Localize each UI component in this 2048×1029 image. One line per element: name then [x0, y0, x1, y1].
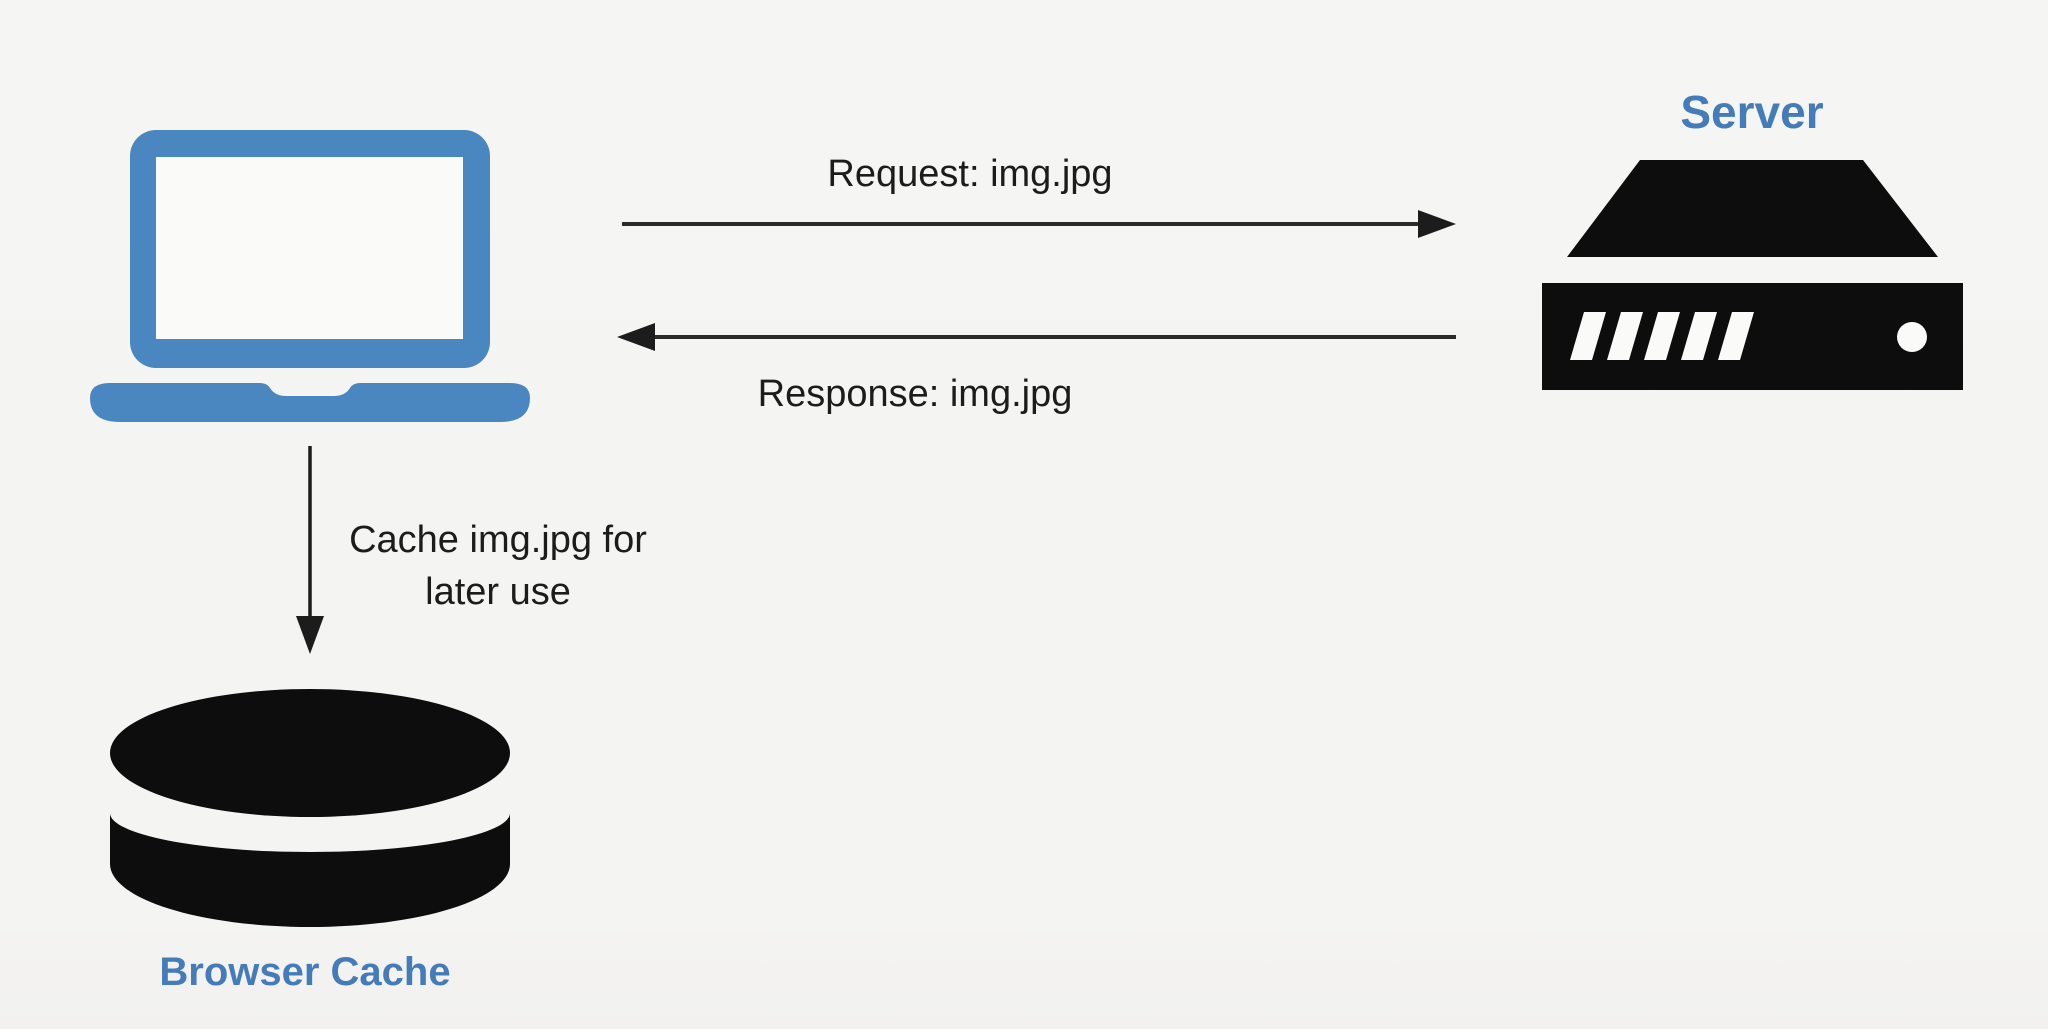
server-label: Server: [1680, 86, 1824, 138]
cache-note: Cache img.jpg for later use: [348, 514, 648, 618]
browser-cache-label: Browser Cache: [159, 950, 451, 994]
database-icon: [110, 689, 510, 927]
laptop-screen: [156, 157, 463, 339]
server-chassis: [1542, 283, 1963, 390]
cache-note-line2: later use: [425, 571, 571, 613]
database-top-disc: [110, 689, 510, 817]
laptop-lid: [130, 130, 490, 368]
laptop-base: [90, 383, 530, 422]
server-icon: [1542, 160, 1963, 390]
database-body: [110, 813, 510, 927]
response-arrow: [617, 323, 1456, 351]
server-lid: [1567, 160, 1938, 257]
cache-note-line1: Cache img.jpg for: [349, 519, 647, 561]
cache-arrow: [296, 446, 324, 654]
laptop-icon: [90, 130, 530, 422]
server-vents: [1570, 312, 1754, 360]
response-label: Response: img.jpg: [757, 373, 1073, 415]
server-led: [1897, 322, 1927, 352]
request-label: Request: img.jpg: [827, 153, 1113, 195]
request-arrow: [622, 210, 1456, 238]
